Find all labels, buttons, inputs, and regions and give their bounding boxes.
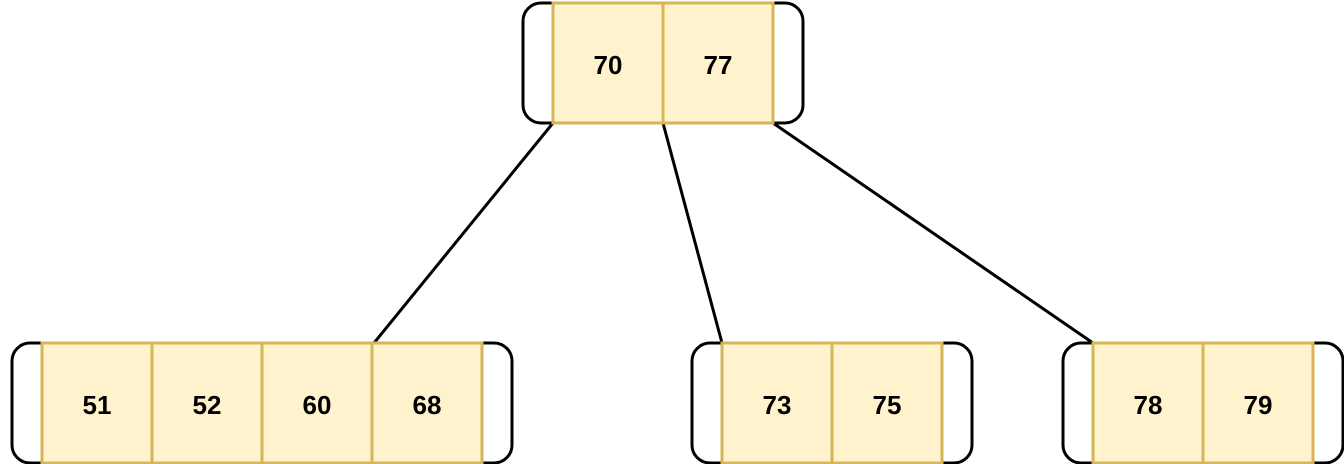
child-1-node-key-cell-4 <box>370 341 484 464</box>
edge-root-to-child-2 <box>661 122 724 344</box>
tree-edges <box>372 121 1094 345</box>
root-node: 70 77 <box>521 1 805 125</box>
root-node-key-cell-1 <box>551 1 665 125</box>
child-3-node-key-cell-2 <box>1201 341 1315 464</box>
child-3-node-key-1: 78 <box>1134 390 1163 420</box>
child-3-node: 78 79 <box>1061 341 1344 464</box>
child-3-node-key-cell-1 <box>1091 341 1205 464</box>
edge-root-to-child-1 <box>372 122 555 344</box>
root-node-key-cell-2 <box>661 1 775 125</box>
child-1-node-key-cell-2 <box>150 341 264 464</box>
child-2-node-key-1: 73 <box>763 390 792 420</box>
child-2-node: 73 75 <box>690 341 974 464</box>
child-2-node-key-2: 75 <box>873 390 902 420</box>
child-1-node-key-1: 51 <box>83 390 112 420</box>
child-1-node-key-4: 68 <box>413 390 442 420</box>
child-1-node-key-2: 52 <box>193 390 222 420</box>
child-1-node-key-cell-3 <box>260 341 374 464</box>
edge-root-to-child-3 <box>772 121 1094 345</box>
child-2-node-key-cell-1 <box>720 341 834 464</box>
child-2-node-key-cell-2 <box>830 341 944 464</box>
root-node-key-2: 77 <box>704 50 733 80</box>
root-node-key-1: 70 <box>594 50 623 80</box>
tree-nodes: 70 77 51 52 60 68 73 75 78 79 <box>10 1 1344 464</box>
child-1-node: 51 52 60 68 <box>10 341 514 464</box>
child-3-node-key-2: 79 <box>1244 390 1273 420</box>
child-1-node-key-3: 60 <box>303 390 332 420</box>
